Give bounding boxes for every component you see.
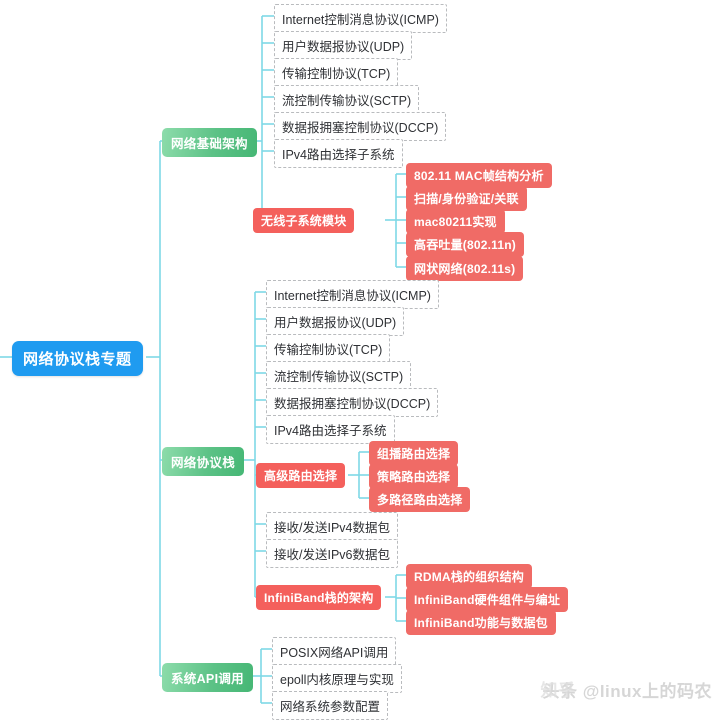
sub-label: 网状网络(802.11s) xyxy=(414,262,516,276)
branch-node-system-api-calls[interactable]: 系统API调用 xyxy=(162,663,253,692)
sub-node[interactable]: InfiniBand硬件组件与编址 xyxy=(406,587,569,612)
branch-label: 网络协议栈 xyxy=(171,456,236,470)
leaf-node[interactable]: 用户数据报协议(UDP) xyxy=(266,307,405,336)
sub-node[interactable]: InfiniBand功能与数据包 xyxy=(406,610,556,635)
sub-label: InfiniBand硬件组件与编址 xyxy=(414,593,561,607)
sub-node[interactable]: 策略路由选择 xyxy=(369,464,459,489)
leaf-label: 接收/发送IPv4数据包 xyxy=(274,521,390,535)
sub-label: 多路径路由选择 xyxy=(377,493,463,507)
leaf-node[interactable]: 传输控制协议(TCP) xyxy=(266,334,391,363)
group-node-infiniband-architecture[interactable]: InfiniBand栈的架构 xyxy=(256,585,382,610)
leaf-label: 数据报拥塞控制协议(DCCP) xyxy=(274,397,431,411)
leaf-label: 网络系统参数配置 xyxy=(280,700,381,714)
branch-label: 系统API调用 xyxy=(171,672,244,686)
leaf-label: Internet控制消息协议(ICMP) xyxy=(282,13,439,27)
sub-node[interactable]: 高吞吐量(802.11n) xyxy=(406,232,524,257)
branch-node-network-protocol-stack[interactable]: 网络协议栈 xyxy=(162,447,245,476)
branch-label: 网络基础架构 xyxy=(171,137,248,151)
leaf-label: 传输控制协议(TCP) xyxy=(282,67,391,81)
sub-node[interactable]: RDMA栈的组织结构 xyxy=(406,564,532,589)
leaf-label: 传输控制协议(TCP) xyxy=(274,343,383,357)
leaf-label: Internet控制消息协议(ICMP) xyxy=(274,289,431,303)
sub-node[interactable]: 扫描/身份验证/关联 xyxy=(406,186,527,211)
group-label: 高级路由选择 xyxy=(264,469,338,483)
leaf-label: 用户数据报协议(UDP) xyxy=(282,40,405,54)
leaf-node[interactable]: 网络系统参数配置 xyxy=(272,691,389,720)
sub-node[interactable]: 组播路由选择 xyxy=(369,441,459,466)
group-node-wireless-subsystem[interactable]: 无线子系统模块 xyxy=(253,208,355,233)
leaf-node[interactable]: 接收/发送IPv6数据包 xyxy=(266,539,398,568)
leaf-node[interactable]: epoll内核原理与实现 xyxy=(272,664,402,693)
leaf-node[interactable]: POSIX网络API调用 xyxy=(272,637,397,666)
sub-label: mac80211实现 xyxy=(414,215,497,229)
sub-label: InfiniBand功能与数据包 xyxy=(414,616,548,630)
root-label: 网络协议栈专题 xyxy=(23,351,132,368)
leaf-label: 流控制传输协议(SCTP) xyxy=(282,94,412,108)
sub-node[interactable]: mac80211实现 xyxy=(406,209,505,234)
group-label: InfiniBand栈的架构 xyxy=(264,591,374,605)
leaf-label: IPv4路由选择子系统 xyxy=(282,148,395,162)
sub-label: 组播路由选择 xyxy=(377,447,451,461)
sub-node[interactable]: 802.11 MAC帧结构分析 xyxy=(406,163,552,188)
leaf-label: IPv4路由选择子系统 xyxy=(274,424,387,438)
watermark: 知乎 头条 @linux上的码农 xyxy=(540,677,712,702)
sub-label: 扫描/身份验证/关联 xyxy=(414,192,519,206)
leaf-label: 流控制传输协议(SCTP) xyxy=(274,370,404,384)
leaf-node[interactable]: 数据报拥塞控制协议(DCCP) xyxy=(274,112,447,141)
leaf-node[interactable]: Internet控制消息协议(ICMP) xyxy=(266,280,439,309)
sub-node[interactable]: 多路径路由选择 xyxy=(369,487,471,512)
sub-label: 高吞吐量(802.11n) xyxy=(414,238,516,252)
sub-label: RDMA栈的组织结构 xyxy=(414,570,524,584)
leaf-label: POSIX网络API调用 xyxy=(280,646,389,660)
branch-node-network-infrastructure[interactable]: 网络基础架构 xyxy=(162,128,257,157)
leaf-node[interactable]: IPv4路由选择子系统 xyxy=(274,139,403,168)
leaf-node[interactable]: 流控制传输协议(SCTP) xyxy=(274,85,420,114)
leaf-label: epoll内核原理与实现 xyxy=(280,673,394,687)
watermark-overlay: 知乎 xyxy=(540,681,576,700)
sub-label: 802.11 MAC帧结构分析 xyxy=(414,169,544,183)
sub-label: 策略路由选择 xyxy=(377,470,451,484)
leaf-node[interactable]: 流控制传输协议(SCTP) xyxy=(266,361,412,390)
leaf-node[interactable]: 数据报拥塞控制协议(DCCP) xyxy=(266,388,439,417)
group-node-advanced-routing[interactable]: 高级路由选择 xyxy=(256,463,346,488)
group-label: 无线子系统模块 xyxy=(261,214,347,228)
leaf-node[interactable]: 接收/发送IPv4数据包 xyxy=(266,512,398,541)
leaf-node[interactable]: Internet控制消息协议(ICMP) xyxy=(274,4,447,33)
sub-node[interactable]: 网状网络(802.11s) xyxy=(406,256,524,281)
watermark-text: 头条 @linux上的码农 xyxy=(542,682,712,701)
leaf-label: 用户数据报协议(UDP) xyxy=(274,316,397,330)
root-node[interactable]: 网络协议栈专题 xyxy=(12,341,143,376)
leaf-label: 接收/发送IPv6数据包 xyxy=(274,548,390,562)
leaf-node[interactable]: IPv4路由选择子系统 xyxy=(266,415,395,444)
leaf-label: 数据报拥塞控制协议(DCCP) xyxy=(282,121,439,135)
leaf-node[interactable]: 用户数据报协议(UDP) xyxy=(274,31,413,60)
leaf-node[interactable]: 传输控制协议(TCP) xyxy=(274,58,399,87)
